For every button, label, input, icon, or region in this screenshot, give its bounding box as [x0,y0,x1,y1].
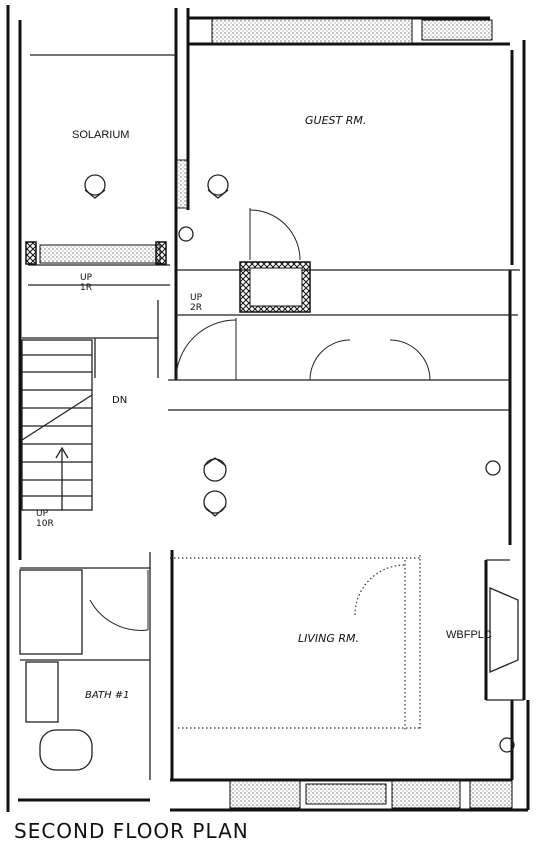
column-right [155,241,167,265]
fireplace [489,587,519,673]
note-dn: DN [112,395,127,406]
ceiling-light-icon [203,457,227,517]
plan-title: SECOND FLOOR PLAN [14,819,249,843]
bath-fixtures [19,569,93,771]
room-label-fireplace: WBFPLC [446,629,492,641]
column-left [25,241,37,265]
interior-walls [20,54,524,780]
door-swings [89,208,431,730]
staircase [21,339,93,511]
room-label-living: LIVING RM. [298,632,359,645]
room-label-bath: BATH #1 [85,690,130,701]
room-label-solarium: SOLARIUM [72,129,129,141]
windows [39,17,513,809]
ceiling-light-icon [84,174,229,199]
room-label-guest: GUEST RM. [305,114,366,127]
outlet-icon [178,226,515,753]
